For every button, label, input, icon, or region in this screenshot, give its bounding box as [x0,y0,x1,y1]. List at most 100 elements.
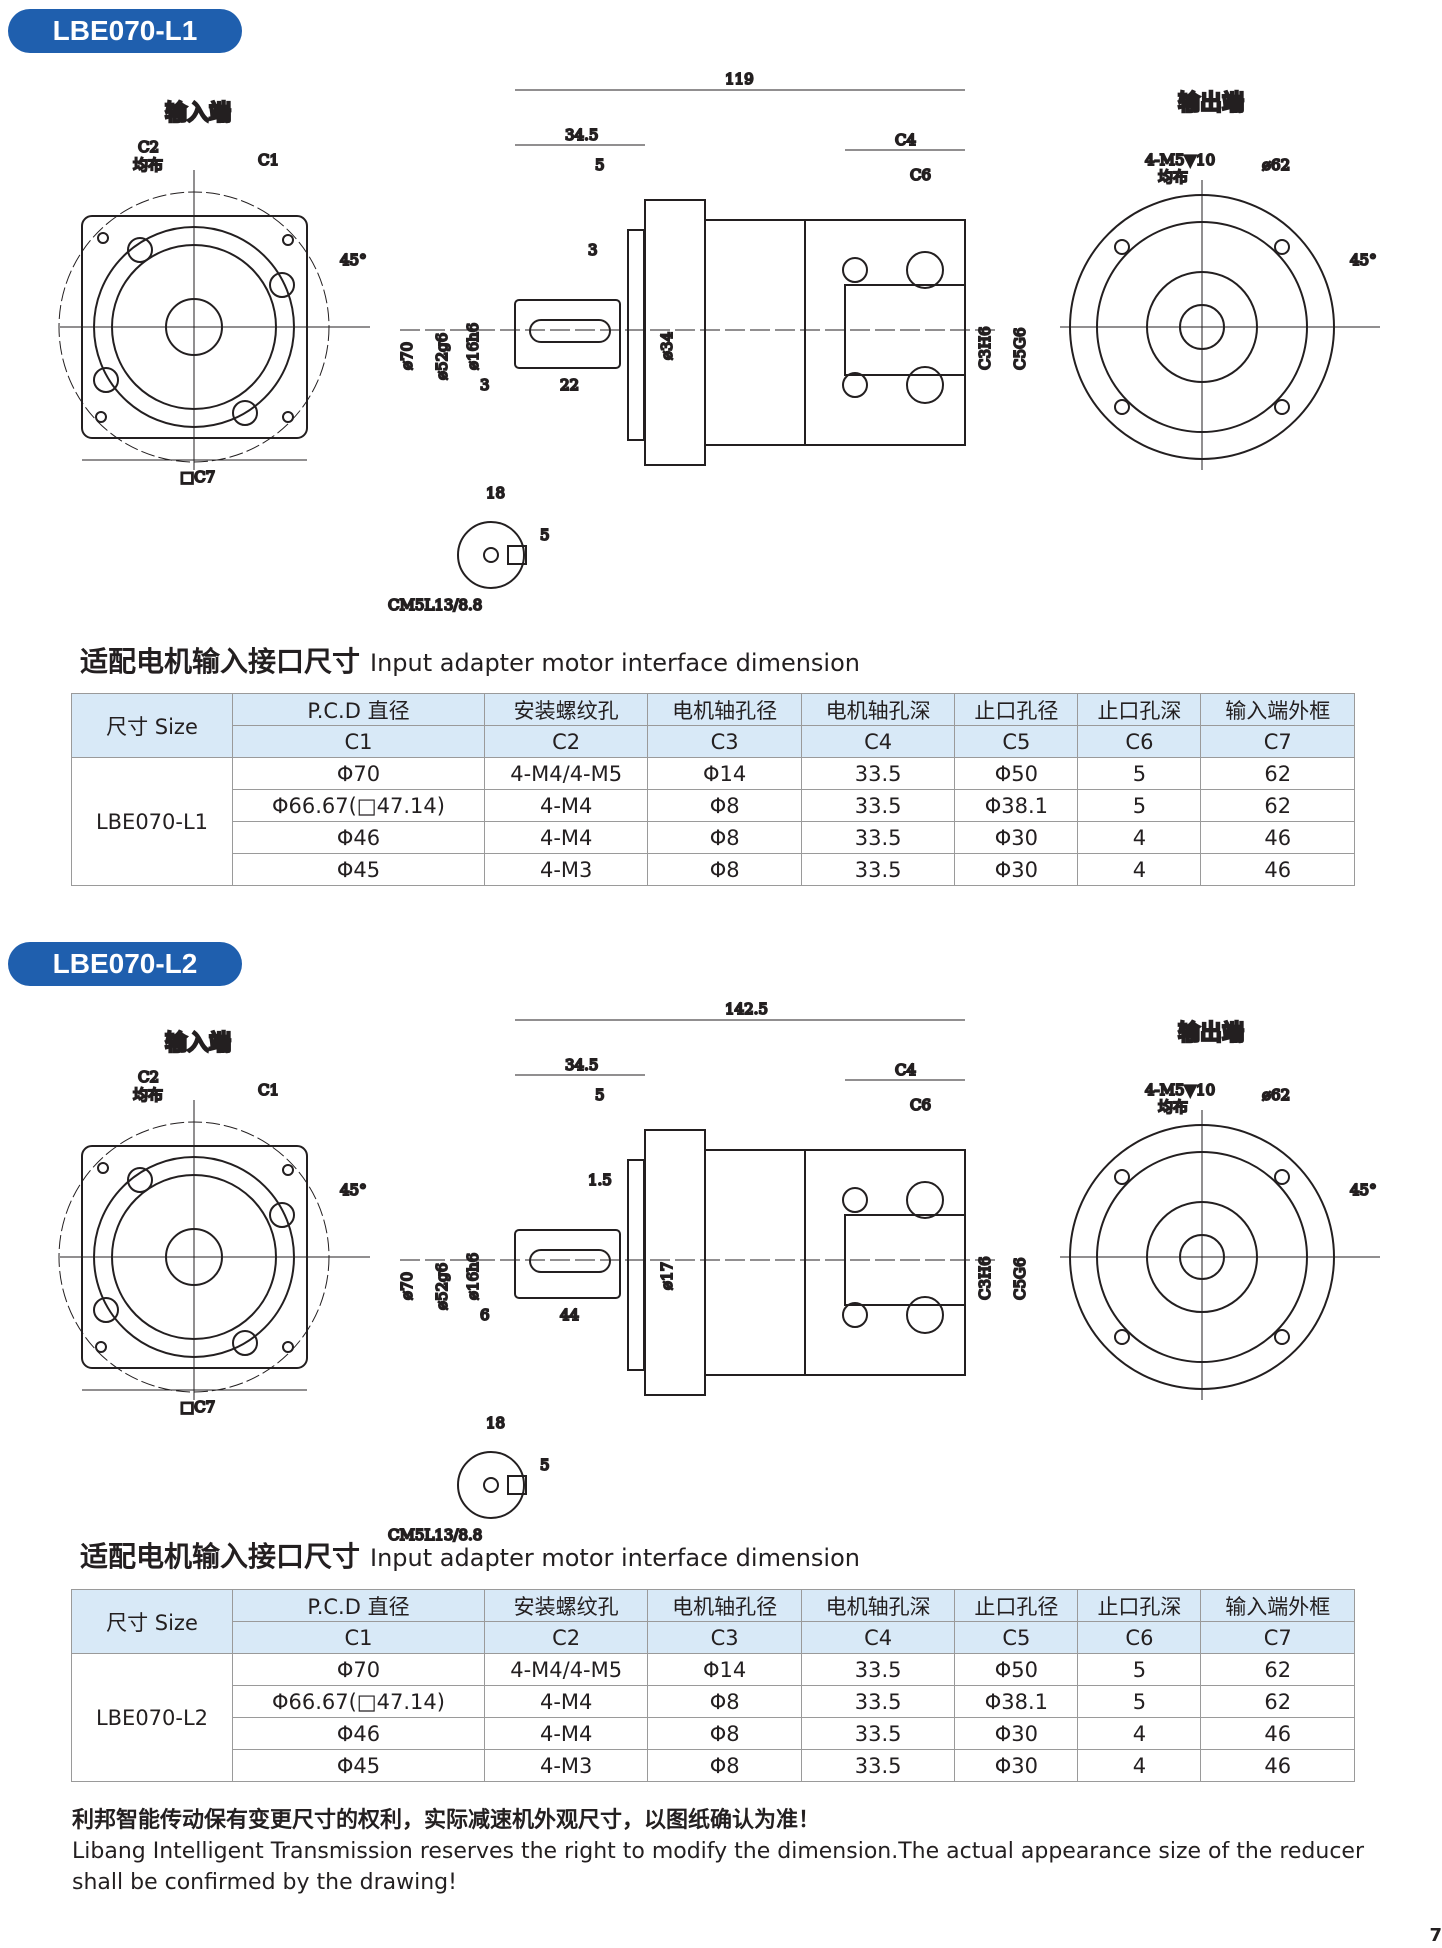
table-cell: 33.5 [800,821,956,854]
header-cn: 电机轴孔深 [800,1589,956,1622]
table-cell: 33.5 [800,1653,956,1686]
table-cell: Φ8 [647,1717,802,1750]
table-cell: Φ50 [954,1653,1079,1686]
c2-label: C2 [138,138,159,156]
header-code: C4 [800,725,956,758]
output-holes-label: 4-M5▼10 [1145,151,1215,169]
header-code: C4 [800,1621,956,1654]
technical-drawing: 输入端 C2 均布 C1 45° □C7 142.5 34.5 5 1.5 6 … [58,1000,1380,1545]
table-cell: 5 [1077,1685,1202,1718]
dim-key-offset: 6 [480,1306,490,1324]
table-cell: Φ14 [647,757,802,790]
table-cell: 62 [1200,789,1355,822]
output-end-view [1060,180,1380,470]
table-cell: Φ50 [954,757,1079,790]
table-cell: 62 [1200,1653,1355,1686]
output-d62: ø62 [1262,156,1290,174]
technical-drawing: 输入端 C2 均布 C1 45° □C7 119 34.5 5 3 3 22 C… [58,70,1380,615]
table-cell: Φ70 [232,757,485,790]
table-cell: 4-M3 [483,1749,649,1782]
table-cell: 33.5 [800,1717,956,1750]
dim-34-5: 34.5 [565,126,598,144]
header-cn: 止口孔径 [954,1589,1079,1622]
table-cell: 46 [1200,853,1355,886]
dim-total-length: 142.5 [725,1000,768,1018]
header-cn: 止口孔深 [1077,1589,1202,1622]
input-end-view [58,170,370,470]
c6-label: C6 [910,166,931,184]
c3-label: C3H6 [976,1256,994,1300]
c5-label: C5G6 [1011,327,1029,370]
table-title-cn: 适配电机输入接口尺寸 [80,645,361,678]
table-cell: 33.5 [800,1749,956,1782]
output-end-label: 输出端 [1178,1020,1244,1046]
side-view [400,89,1000,466]
table-title-en: Input adapter motor interface dimension [370,1544,860,1572]
model-name: LBE070-L2 [52,948,198,979]
dim-5: 5 [595,1086,605,1104]
header-code: C3 [647,1621,802,1654]
table-cell: 33.5 [800,757,956,790]
dim-d16: ø16h6 [464,1253,482,1300]
table-cell: 4-M4 [483,1717,649,1750]
interface-dimension-table: 尺寸 Size P.C.D 直径安装螺纹孔电机轴孔径电机轴孔深止口孔径止口孔深输… [71,693,1355,886]
page-number: 7 [1429,1925,1442,1946]
table-cell: 5 [1077,1653,1202,1686]
table-cell: Φ30 [954,853,1079,886]
table-cell: 4-M4/4-M5 [483,757,649,790]
dim-key-length: 44 [560,1306,579,1324]
angle-label: 45° [340,251,367,269]
model-cell: LBE070-L1 [71,757,233,886]
table-cell: 46 [1200,1717,1355,1750]
header-code: C7 [1200,1621,1355,1654]
dim-34-5: 34.5 [565,1056,598,1074]
header-cn: 电机轴孔径 [647,693,802,726]
table-cell: 4-M4 [483,1685,649,1718]
dim-d70: ø70 [398,1272,416,1300]
table-cell: Φ46 [232,821,485,854]
header-cn: P.C.D 直径 [232,1589,485,1622]
footer-note-en: Libang Intelligent Transmission reserves… [72,1839,1365,1895]
table-cell: 33.5 [800,789,956,822]
table-cell: Φ66.67(□47.14) [232,789,485,822]
table-cell: 62 [1200,1685,1355,1718]
dim-shoulder: 3 [588,241,598,259]
dim-d16: ø16h6 [464,323,482,370]
table-cell: 5 [1077,757,1202,790]
c5-label: C5G6 [1011,1257,1029,1300]
table-cell: 46 [1200,1749,1355,1782]
c7-label: □C7 [180,468,215,486]
table-cell: Φ30 [954,821,1079,854]
c4-label: C4 [895,131,916,149]
model-badge: LBE070-L2 [8,942,242,986]
key-height: 5 [540,526,550,544]
table-cell: Φ8 [647,821,802,854]
output-angle: 45° [1350,1181,1377,1199]
header-code: C5 [954,1621,1079,1654]
table-cell: 4 [1077,1749,1202,1782]
table-cell: 5 [1077,789,1202,822]
dim-key-offset: 3 [480,376,490,394]
key-section-view [457,521,527,589]
table-cell: Φ30 [954,1717,1079,1750]
header-code: C6 [1077,725,1202,758]
footer-note-cn: 利邦智能传动保有变更尺寸的权利，实际减速机外观尺寸，以图纸确认为准！ [72,1808,821,1833]
table-cell: Φ70 [232,1653,485,1686]
c2-sub: 均布 [133,1086,163,1104]
output-end-label: 输出端 [1178,90,1244,116]
key-height: 5 [540,1456,550,1474]
table-cell: Φ8 [647,789,802,822]
table-cell: 33.5 [800,853,956,886]
model-name: LBE070-L1 [52,15,198,46]
footer-note: 利邦智能传动保有变更尺寸的权利，实际减速机外观尺寸，以图纸确认为准！ Liban… [72,1805,1392,1898]
table-cell: 4 [1077,1717,1202,1750]
c3-label: C3H6 [976,326,994,370]
output-d62: ø62 [1262,1086,1290,1104]
header-cn: 输入端外框 [1200,693,1355,726]
input-end-label: 输入端 [165,1030,231,1056]
